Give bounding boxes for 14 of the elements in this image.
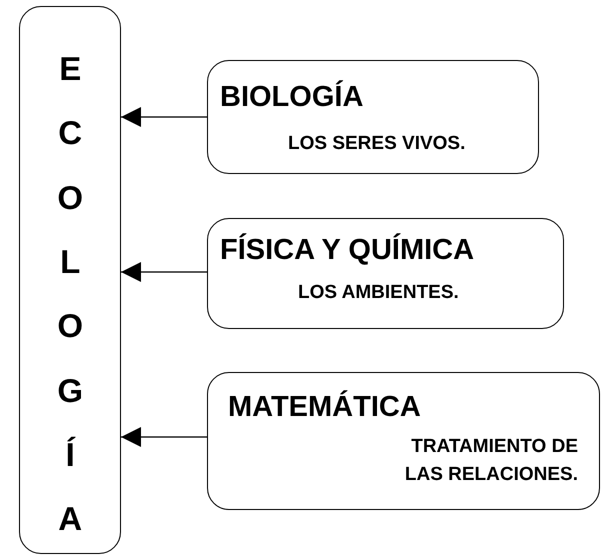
topic-heading: BIOLOGÍA — [220, 81, 364, 114]
topic-box — [207, 60, 539, 174]
topic-box — [207, 218, 564, 329]
topic-description: LOS AMBIENTES. — [298, 282, 459, 304]
arrow — [121, 427, 207, 447]
topic-description: LOS SERES VIVOS. — [288, 133, 466, 155]
topic-heading: MATEMÁTICA — [228, 391, 421, 424]
arrow — [121, 107, 207, 127]
topic-heading: FÍSICA Y QUÍMICA — [220, 234, 474, 267]
title-box — [19, 6, 121, 554]
topic-box — [207, 372, 600, 510]
topic-description: TRATAMIENTO DE LAS RELACIONES. — [404, 435, 578, 487]
topic-heading: ECOLOGÍA — [57, 49, 84, 540]
arrow — [121, 262, 207, 282]
